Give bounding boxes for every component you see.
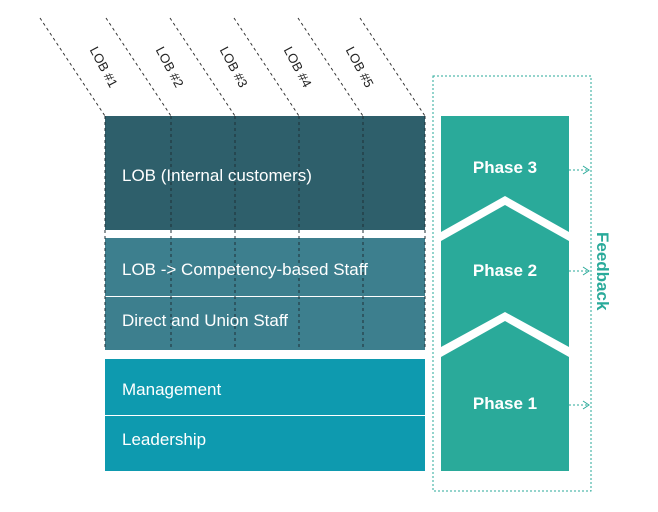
label-competency-staff: LOB -> Competency-based Staff <box>122 260 368 279</box>
phase-3-label: Phase 3 <box>472 158 538 177</box>
layer-leadership <box>105 416 425 471</box>
phase-2-shape <box>441 205 569 347</box>
layer-direct-union-staff <box>105 297 425 350</box>
phase-1-label: Phase 1 <box>472 394 538 413</box>
phase-1-shape <box>441 321 569 471</box>
phase-3-shape <box>441 116 569 232</box>
label-direct-union-staff: Direct and Union Staff <box>122 311 288 330</box>
lob-column-lines <box>104 116 426 350</box>
lob-diagonal-lines <box>39 17 426 117</box>
layer-internal-customers <box>105 116 425 230</box>
layer-competency-staff <box>105 238 425 296</box>
layer-management <box>105 359 425 415</box>
label-leadership: Leadership <box>122 430 207 449</box>
feedback-frame <box>432 75 592 492</box>
feedback-arrowheads <box>582 165 590 410</box>
feedback-arrows <box>569 169 588 406</box>
phase-2-label: Phase 2 <box>472 261 538 280</box>
label-management: Management <box>122 380 222 399</box>
feedback-label: Feedback <box>593 232 612 311</box>
label-internal-customers: LOB (Internal customers) <box>122 166 312 185</box>
